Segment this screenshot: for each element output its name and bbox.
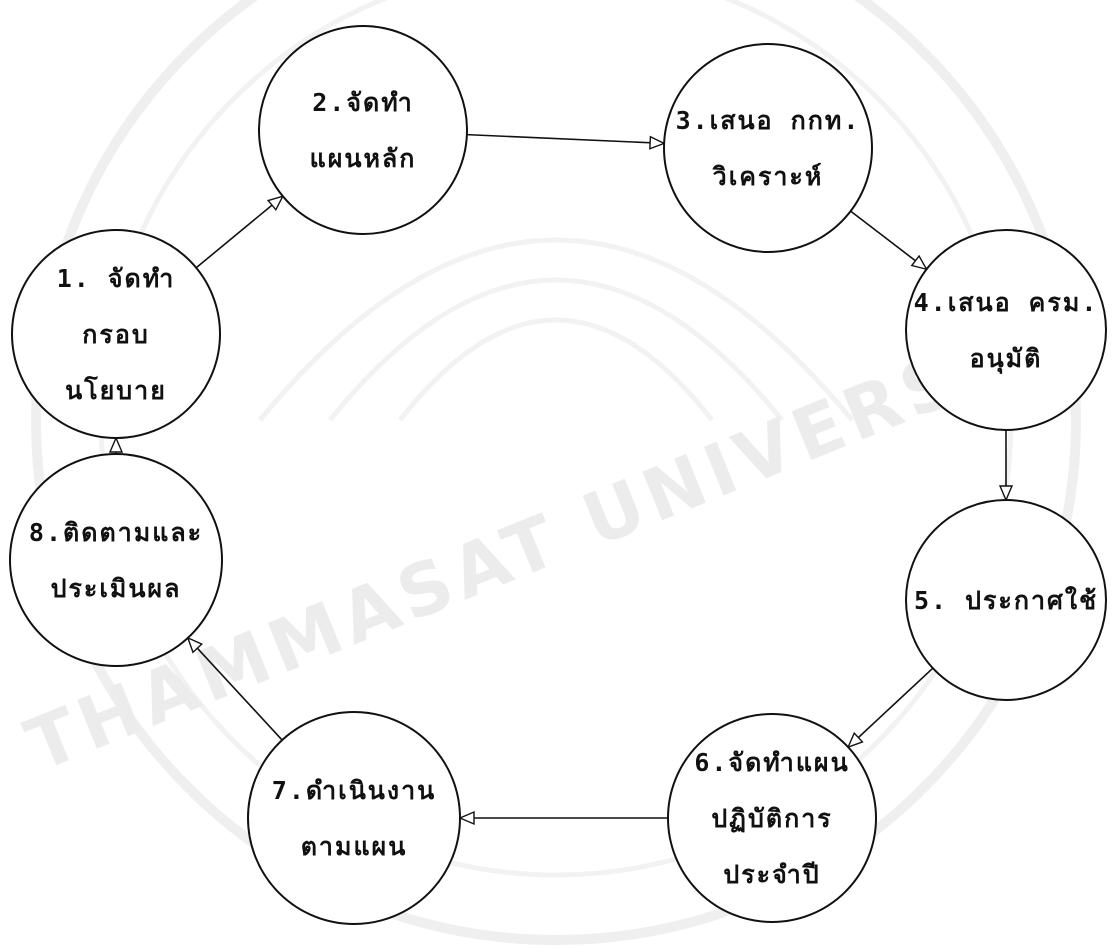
arrow-head-icon <box>458 810 475 826</box>
step-label-line: อนุมัติ <box>970 344 1043 375</box>
step-label-line: 6.จัดทำแผน <box>694 748 849 777</box>
arrow-head-icon <box>186 636 204 654</box>
flow-arrow-2-to-3 <box>466 133 666 150</box>
flow-arrow-1-to-2 <box>195 195 285 269</box>
arrow-line <box>850 210 928 270</box>
arrow-line <box>847 667 934 748</box>
arrow-head-icon <box>846 731 864 749</box>
step-circle <box>9 453 223 667</box>
flow-arrow-8-to-1 <box>108 436 124 454</box>
step-node-5: 5. ประกาศใช้ <box>905 499 1107 701</box>
flow-arrows <box>108 133 1014 826</box>
flow-arrow-6-to-7 <box>458 810 668 826</box>
step-circle <box>905 499 1107 701</box>
step-circle <box>667 713 877 923</box>
step-circle <box>258 25 468 235</box>
arrow-line <box>187 637 283 741</box>
step-label-line: 3.เสนอ กกท. <box>676 106 861 135</box>
step-circle <box>663 43 873 253</box>
step-label-line: นโยบาย <box>65 375 167 405</box>
step-label-line: ประเมินผล <box>51 574 182 603</box>
flow-arrow-4-to-5 <box>998 430 1014 502</box>
step-label-line: ตามแผน <box>301 832 408 861</box>
flow-arrow-5-to-6 <box>846 667 934 749</box>
step-label-line: 1. จัดทำ <box>57 264 176 293</box>
step-label-line: ประจำปี <box>723 860 820 889</box>
step-label-line: ปฏิบัติการ <box>711 804 832 833</box>
arrow-head-icon <box>266 195 285 212</box>
step-circle <box>247 711 461 925</box>
step-label-line: วิเคราะห์ <box>712 162 824 191</box>
arrow-head-icon <box>108 436 124 453</box>
arrow-line <box>195 195 284 269</box>
step-node-3: 3.เสนอ กกท. วิเคราะห์ <box>663 43 873 253</box>
step-label-line: 2.จัดทำ <box>312 88 414 117</box>
flow-arrow-7-to-8 <box>186 636 283 741</box>
step-circle <box>905 229 1107 431</box>
arrow-head-icon <box>998 485 1014 502</box>
arrow-head-icon <box>649 135 666 150</box>
step-label-line: 4.เสนอ ครม. <box>914 288 1099 317</box>
step-label-line: 5. ประกาศใช้ <box>914 585 1098 615</box>
step-label-line: กรอบ <box>82 320 149 349</box>
step-label-line: 8.ติดตามและ <box>29 518 203 547</box>
step-label-line: 7.ดำเนินงาน <box>272 776 436 805</box>
university-seal-watermark: THAMMASAT UNIVERSITY <box>15 0 1109 945</box>
step-label-line: แผนหลัก <box>310 144 417 173</box>
step-circle <box>11 229 221 439</box>
flow-arrow-3-to-4 <box>850 210 928 271</box>
arrow-line <box>466 133 665 145</box>
arrow-head-icon <box>910 254 928 271</box>
step-node-4: 4.เสนอ ครม. อนุมัติ <box>905 229 1107 431</box>
